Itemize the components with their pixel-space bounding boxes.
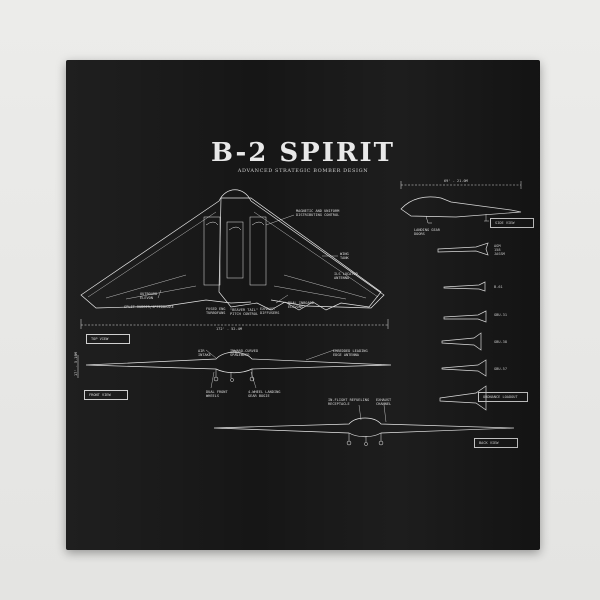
tapestry: B-2 SPIRIT ADVANCED STRATEGIC BOMBER DES… (66, 60, 540, 550)
label-fused-engine: FUSED ENG TURBOFANS (206, 307, 226, 316)
poster-subtitle: ADVANCED STRATEGIC BOMBER DESIGN (237, 168, 369, 174)
label-dual-inboard: DUAL INBOARD ELEVONS (288, 301, 314, 310)
label-exhaust-channel: EXHAUST CHANNEL (376, 398, 392, 407)
label-beaver-tail: "BEAVER TAIL" PITCH CONTROL (230, 308, 259, 317)
label-embedded-leading: EMBEDDED LEADING EDGE ANTENNA (333, 349, 368, 358)
side-view-aircraft (400, 181, 522, 224)
label-exhaust: EXHAUST DIFFUSERS (260, 307, 280, 316)
label-b61: B-61 (494, 285, 503, 289)
label-gbu38: GBU-38 (494, 340, 507, 344)
poster-title: B-2 SPIRIT (211, 138, 395, 168)
front-view-box: FRONT VIEW (84, 390, 128, 400)
label-air-intake: AIR INTAKE (198, 349, 211, 358)
label-inward-curved: INWARD-CURVED SPACEWEED (230, 349, 259, 358)
back-view-box: BACK VIEW (474, 438, 518, 448)
label-dual-front: DUAL FRONT WHEELS (206, 390, 228, 399)
label-agm: AGM 158 JASSM (494, 244, 505, 257)
side-view-box: SIDE VIEW (490, 218, 534, 228)
top-view-box: TOP VIEW (86, 334, 130, 344)
blueprint-drawing (77, 181, 522, 446)
label-gbu57: GBU-57 (494, 367, 507, 371)
label-split-rudder: SPLIT RUDDER/SPEEDBRAKE (124, 305, 174, 309)
label-outboard: OUTBOARD ELEVON (140, 292, 158, 301)
label-landing-gear: LANDING GEAR DOORS (414, 228, 440, 237)
ordnance-drawings (437, 242, 489, 411)
leader-lines (157, 214, 387, 423)
wingspan-label: 172' - 52.4M (216, 327, 242, 331)
front-view-aircraft (77, 351, 392, 382)
label-four-wheel: 4-WHEEL LANDING GEAR BOGIE (248, 390, 281, 399)
label-ils-antenna: ILS LOCATED ANTENNA (334, 272, 358, 281)
back-view-aircraft (213, 417, 515, 446)
top-view-aircraft (80, 189, 385, 311)
label-gbu31: GBU-31 (494, 313, 507, 317)
wingspan-dimension (80, 319, 389, 329)
length-label: 69' - 21.0M (444, 179, 468, 183)
ordnance-box: ORDNANCE LOADOUT (478, 392, 528, 402)
label-magnetic: MAGNETIC AND UNIFORM DISTRIBUTING CONTRO… (296, 209, 340, 218)
label-wing-tank: WING TANK (340, 252, 349, 261)
height-label: 17' - 5.18M (73, 352, 78, 377)
label-in-flight: IN-FLIGHT REFUELING RECEPTACLE (328, 398, 370, 407)
